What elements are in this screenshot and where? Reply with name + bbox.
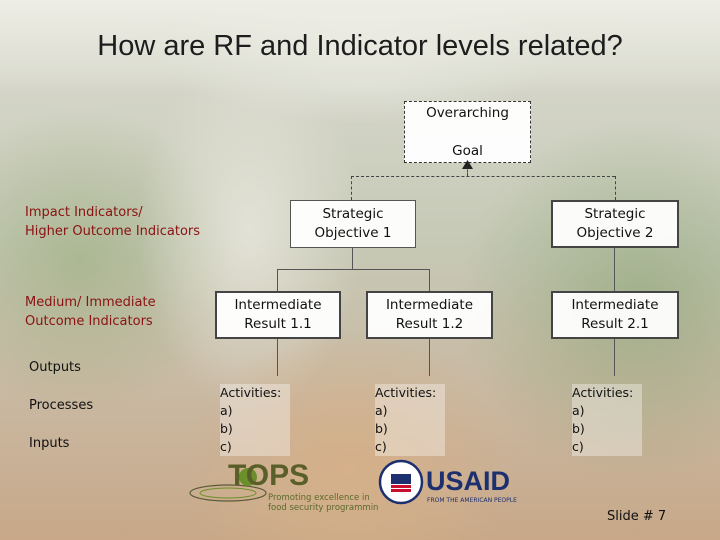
strategic-objective-1-label: Strategic Objective 1 (314, 206, 392, 241)
goal-connector-right (615, 176, 616, 200)
activity-item: a) (572, 403, 585, 418)
title-bar (0, 0, 720, 92)
impact-indicators-label: Impact Indicators/ Higher Outcome Indica… (25, 205, 201, 239)
goal-arrow-head-icon (462, 160, 473, 169)
tops-tagline-1: Promoting excellence in (268, 493, 370, 503)
ir12-to-activities (429, 339, 430, 376)
intermediate-result-1-2-label: Intermediate Result 1.2 (385, 297, 474, 332)
so1-branch (277, 269, 430, 270)
intermediate-result-1-2-box: Intermediate Result 1.2 (366, 291, 493, 339)
activities-heading: Activities: (572, 385, 634, 400)
so1-branch-left (277, 269, 278, 292)
intermediate-result-1-1-box: Intermediate Result 1.1 (215, 291, 341, 339)
ir11-to-activities (277, 339, 278, 376)
strategic-objective-2-box: Strategic Objective 2 (551, 200, 679, 248)
activity-item: b) (220, 421, 233, 436)
so2-stem (614, 248, 615, 292)
activity-item: a) (220, 403, 233, 418)
goal-connector-left (351, 176, 352, 200)
activity-item: c) (375, 439, 387, 454)
activities-heading: Activities: (220, 385, 282, 400)
ir21-to-activities (614, 339, 615, 376)
so1-stem (352, 248, 353, 269)
goal-connector-horizontal (351, 176, 615, 177)
goal-connector-stem (467, 166, 468, 176)
activity-item: c) (220, 439, 232, 454)
tops-logo: TOPS Promoting excellence in food securi… (189, 459, 378, 513)
activity-item: b) (375, 421, 388, 436)
medium-indicators-label: Medium/ Immediate Outcome Indicators (25, 295, 156, 329)
processes-label: Processes (29, 398, 94, 413)
slide-title: How are RF and Indicator levels related? (97, 30, 623, 62)
activity-item: b) (572, 421, 585, 436)
intermediate-result-2-1-label: Intermediate Result 2.1 (571, 297, 659, 332)
usaid-tagline: FROM THE AMERICAN PEOPLE (427, 497, 517, 504)
usaid-logo-name: USAID (426, 466, 510, 496)
intermediate-result-1-1-label: Intermediate Result 1.1 (234, 297, 322, 332)
inputs-label: Inputs (29, 436, 70, 451)
activities-ir-1-2: Activities: a) b) c) (375, 384, 445, 456)
tops-logo-name: TOPS (228, 459, 309, 492)
strategic-objective-1-box: Strategic Objective 1 (290, 200, 416, 248)
tops-globe-icon (239, 468, 257, 486)
usaid-logo: USAID FROM THE AMERICAN PEOPLE (378, 459, 517, 505)
intermediate-result-2-1-box: Intermediate Result 2.1 (551, 291, 679, 339)
activities-heading: Activities: (375, 385, 437, 400)
so1-branch-right (429, 269, 430, 292)
activities-ir-2-1: Activities: a) b) c) (572, 384, 642, 456)
activities-ir-1-1: Activities: a) b) c) (220, 384, 290, 456)
activity-item: c) (572, 439, 584, 454)
tops-tagline-2: food security programming (268, 503, 378, 513)
outputs-label: Outputs (29, 360, 81, 375)
goal-box: Overarching Goal (404, 101, 531, 163)
activity-item: a) (375, 403, 388, 418)
strategic-objective-2-label: Strategic Objective 2 (576, 206, 654, 241)
slide-number: Slide # 7 (607, 509, 667, 524)
goal-box-label: Overarching Goal (426, 104, 509, 159)
